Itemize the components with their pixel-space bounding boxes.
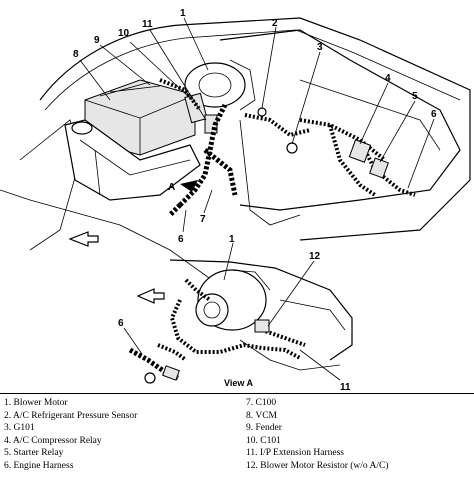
legend-item: 8. VCM bbox=[246, 410, 277, 421]
legend-item: 4. A/C Compressor Relay bbox=[4, 435, 102, 446]
leader-lines bbox=[79, 17, 435, 233]
view-a-arrow bbox=[180, 180, 198, 192]
callout-6-right: 6 bbox=[431, 109, 437, 120]
main-view: A 1 2 3 4 5 6 6 7 8 9 10 11 bbox=[0, 8, 471, 301]
callout-1: 1 bbox=[180, 8, 186, 19]
view-a-label: View A bbox=[224, 378, 254, 388]
callout-3: 3 bbox=[317, 42, 323, 53]
callout-2: 2 bbox=[272, 18, 278, 29]
legend-item: 2. A/C Refrigerant Pressure Sensor bbox=[4, 410, 138, 421]
view-a-callout-12: 12 bbox=[309, 251, 321, 262]
legend: 1. Blower Motor 2. A/C Refrigerant Press… bbox=[0, 397, 474, 491]
legend-item: 3. G101 bbox=[4, 423, 35, 434]
callout-6-left: 6 bbox=[178, 234, 184, 245]
fender-outline bbox=[39, 17, 471, 241]
engine-harness bbox=[178, 103, 228, 207]
engine-compartment-diagram: A 1 2 3 4 5 6 6 7 8 9 10 11 bbox=[0, 8, 471, 393]
legend-item: 1. Blower Motor bbox=[4, 398, 68, 408]
callout-7: 7 bbox=[200, 214, 206, 225]
legend-item: 11. I/P Extension Harness bbox=[246, 448, 344, 459]
callout-4: 4 bbox=[385, 73, 391, 84]
view-a-callout-11: 11 bbox=[340, 382, 351, 393]
legend-item: 6. Engine Harness bbox=[4, 460, 74, 471]
legend-column-left: 1. Blower Motor 2. A/C Refrigerant Press… bbox=[4, 397, 137, 473]
legend-divider bbox=[0, 393, 474, 394]
legend-item: 10. C101 bbox=[246, 435, 281, 446]
g101-ground bbox=[286, 142, 298, 154]
legend-item: 7. C100 bbox=[246, 398, 277, 408]
callout-5: 5 bbox=[412, 91, 418, 102]
view-a-forward-arrow bbox=[136, 288, 165, 304]
callout-10: 10 bbox=[118, 28, 130, 39]
view-a-callout-1: 1 bbox=[229, 234, 235, 245]
callout-9: 9 bbox=[94, 35, 100, 46]
callout-11: 11 bbox=[142, 19, 153, 30]
forward-arrow bbox=[68, 231, 99, 247]
view-a-callout-6: 6 bbox=[118, 318, 124, 329]
view-a: 1 12 6 11 View A bbox=[118, 234, 353, 393]
callout-8: 8 bbox=[73, 49, 79, 60]
compressor-relay bbox=[348, 139, 372, 163]
legend-column-right: 7. C100 8. VCM 9. Fender 10. C101 11. I/… bbox=[246, 397, 389, 473]
legend-item: 12. Blower Motor Resistor (w/o A/C) bbox=[246, 460, 389, 471]
view-a-letter: A bbox=[168, 182, 175, 193]
starter-relay bbox=[369, 157, 389, 179]
legend-item: 5. Starter Relay bbox=[4, 448, 64, 459]
legend-item: 9. Fender bbox=[246, 423, 282, 434]
